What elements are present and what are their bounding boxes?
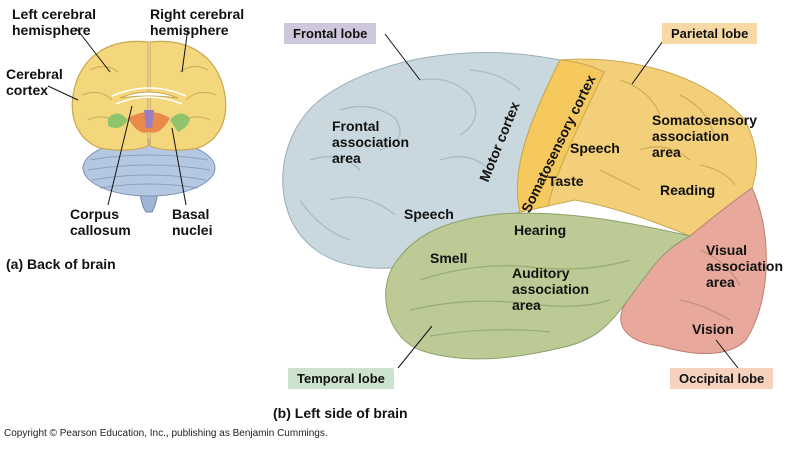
lobe-box-parietal: Parietal lobe (662, 23, 758, 44)
gyri-frontal (299, 69, 521, 241)
callosum-fibers (111, 87, 187, 105)
lobe-box-frontal: Frontal lobe (284, 23, 377, 44)
label-speech-parietal: Speech (570, 140, 620, 156)
label-reading: Reading (660, 182, 716, 198)
copyright-notice: Copyright © Pearson Education, Inc., pub… (4, 428, 328, 439)
cerebellum-folds (87, 154, 211, 189)
caption-back-of-brain: (a) Back of brain (6, 256, 116, 272)
right-hemisphere-back (149, 40, 227, 151)
label-frontal-association-area: Frontal association area (332, 118, 410, 166)
caption-left-side-of-brain: (b) Left side of brain (273, 405, 408, 421)
back-of-brain (47, 27, 227, 213)
left-hemisphere-back (71, 40, 149, 151)
basal-nuclei-left (108, 113, 128, 128)
ventricle-back (144, 110, 154, 128)
label-cerebral-cortex: Cerebral cortex (6, 66, 63, 98)
sulci-back (81, 65, 217, 125)
gyri-occipital (679, 249, 741, 321)
label-smell: Smell (430, 250, 468, 266)
lobe-box-temporal: Temporal lobe (288, 368, 394, 389)
label-auditory-association-area: Auditory association area (512, 265, 590, 313)
somatosensory-strip (516, 59, 605, 213)
label-visual-association-area: Visual association area (706, 242, 784, 290)
temporal-lobe-shape (385, 212, 692, 360)
back-leader-lines (47, 27, 189, 206)
lobe-box-occipital: Occipital lobe (670, 368, 774, 389)
basal-nuclei-right (170, 113, 190, 132)
label-corpus-callosum: Corpus callosum (70, 206, 131, 238)
corpus-callosum-shape (119, 91, 179, 99)
label-basal-nuclei: Basal nuclei (172, 206, 213, 238)
label-vision: Vision (692, 321, 734, 337)
label-left-cerebral-hemisphere: Left cerebral hemisphere (12, 6, 97, 38)
label-right-cerebral-hemisphere: Right cerebral hemisphere (150, 6, 245, 38)
label-taste: Taste (548, 173, 584, 189)
label-speech-frontal: Speech (404, 206, 454, 222)
label-hearing: Hearing (514, 222, 567, 238)
gyri-temporal (409, 259, 631, 337)
gyri-parietal (599, 79, 736, 191)
side-of-brain (282, 33, 767, 369)
label-somatosensory-association-area: Somatosensory association area (652, 112, 758, 160)
